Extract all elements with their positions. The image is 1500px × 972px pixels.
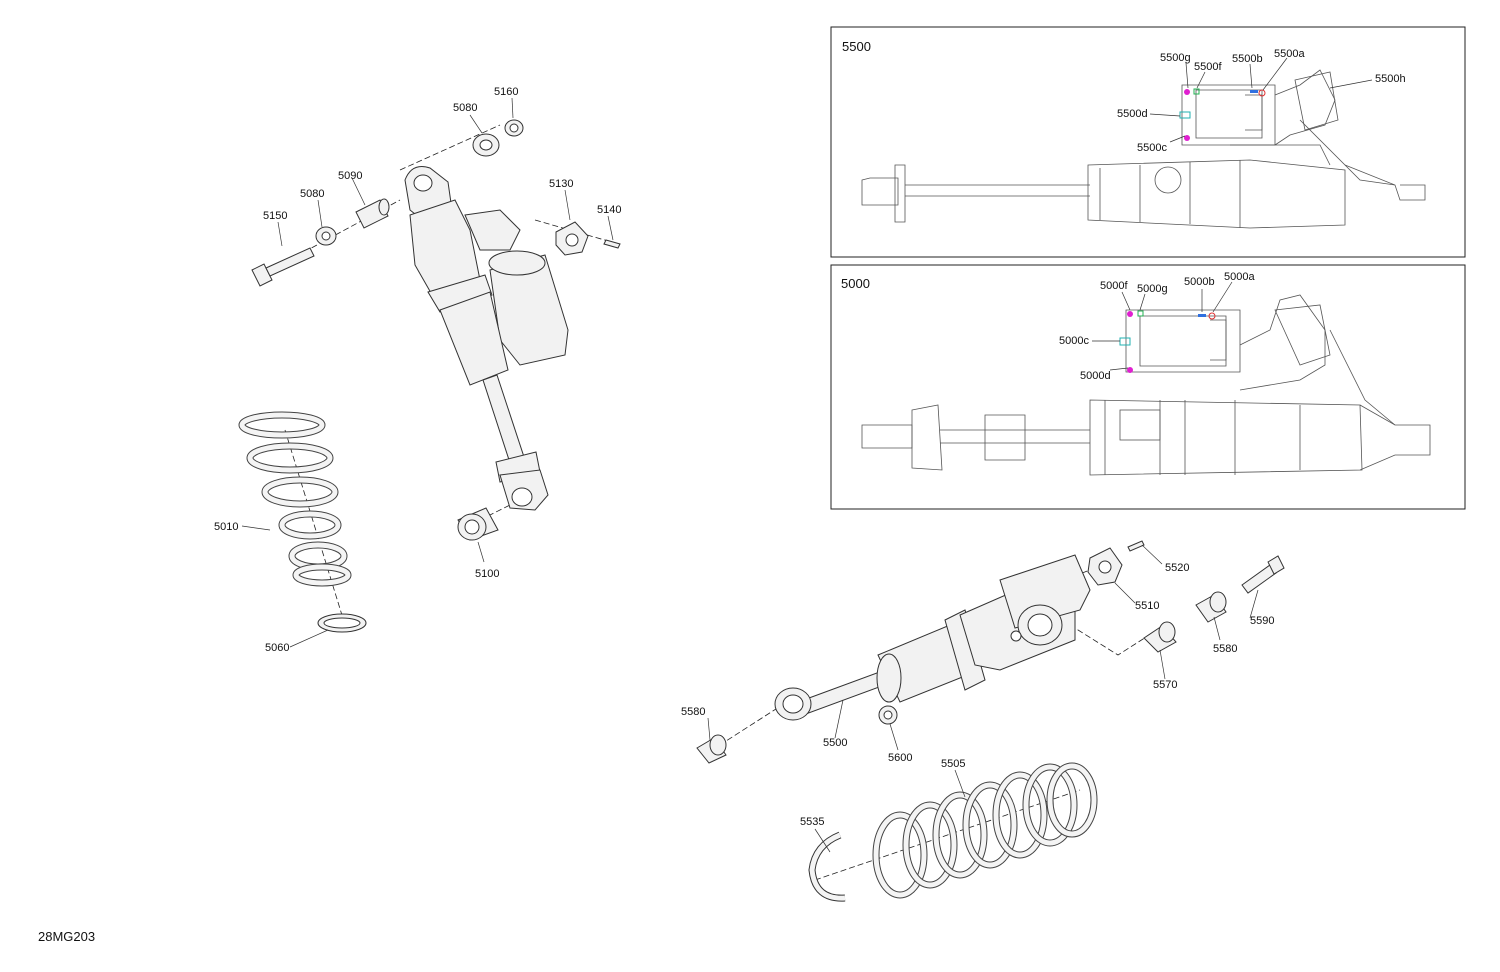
marker-5000g xyxy=(1137,310,1144,317)
callout-5010: 5010 xyxy=(214,521,238,533)
bushing-5080-top xyxy=(472,133,500,157)
marker-5000c xyxy=(1119,337,1131,346)
callout-5505: 5505 xyxy=(941,758,965,770)
shock-body-5000 xyxy=(404,166,569,511)
callout-5590: 5590 xyxy=(1250,615,1274,627)
callout-5000d: 5000d xyxy=(1080,370,1111,382)
screw-5520 xyxy=(1127,540,1145,552)
diagram-id: 28MG203 xyxy=(38,929,95,944)
marker-5000d xyxy=(1127,367,1133,373)
callout-5535: 5535 xyxy=(800,816,824,828)
callout-5080: 5080 xyxy=(300,188,324,200)
callout-5000g: 5000g xyxy=(1137,283,1168,295)
callout-5580-left: 5580 xyxy=(681,706,705,718)
bushing-5160 xyxy=(504,119,524,137)
spacer-5570 xyxy=(1143,621,1177,653)
spacer-5090 xyxy=(355,198,390,229)
shock-body-5500 xyxy=(774,554,1091,721)
marker-5500a xyxy=(1258,89,1266,97)
spring-5010 xyxy=(238,411,352,587)
callout-5160: 5160 xyxy=(494,86,518,98)
marker-5500f xyxy=(1193,88,1200,95)
callout-5000a: 5000a xyxy=(1224,271,1255,283)
screw-5140 xyxy=(603,239,621,249)
nut-5600 xyxy=(878,705,898,725)
ring-5060 xyxy=(317,613,367,633)
callout-5060: 5060 xyxy=(265,642,289,654)
callout-5600: 5600 xyxy=(888,752,912,764)
callout-5500: 5500 xyxy=(823,737,847,749)
bushing-5580-right xyxy=(1195,591,1227,623)
callout-5580-right: 5580 xyxy=(1213,643,1237,655)
bolt-5150 xyxy=(251,247,315,287)
callout-5500b: 5500b xyxy=(1232,53,1263,65)
callout-5080-top: 5080 xyxy=(453,102,477,114)
callout-5520: 5520 xyxy=(1165,562,1189,574)
callout-5500h: 5500h xyxy=(1375,73,1406,85)
callout-5000f: 5000f xyxy=(1100,280,1128,292)
callout-5000c: 5000c xyxy=(1059,335,1089,347)
marker-5500c xyxy=(1184,135,1190,141)
callout-5500c: 5500c xyxy=(1137,142,1167,154)
callout-5100: 5100 xyxy=(475,568,499,580)
inset-5500: 5500 5500g 5500f 5500b 5500a xyxy=(830,26,1466,258)
marker-5000a xyxy=(1208,312,1216,320)
callout-5000b: 5000b xyxy=(1184,276,1215,288)
marker-5500d xyxy=(1179,111,1191,119)
inset-5500-title: 5500 xyxy=(842,39,871,54)
marker-5000b xyxy=(1198,314,1206,317)
left-shock-assembly: 5160 5080 5090 5080 5150 5130 5140 5010 … xyxy=(214,86,621,654)
callout-5130: 5130 xyxy=(549,178,573,190)
adjuster-5510 xyxy=(1087,547,1123,586)
ring-5535 xyxy=(808,831,846,902)
callout-5150: 5150 xyxy=(263,210,287,222)
bolt-5590 xyxy=(1241,555,1285,594)
washer-5080 xyxy=(315,226,337,246)
bushing-5100 xyxy=(457,507,499,541)
callout-5090: 5090 xyxy=(338,170,362,182)
callout-5140: 5140 xyxy=(597,204,621,216)
marker-5000f xyxy=(1127,311,1133,317)
inset-5000-title: 5000 xyxy=(841,276,870,291)
marker-5500b xyxy=(1250,90,1258,93)
callout-5500f: 5500f xyxy=(1194,61,1222,73)
marker-5500g xyxy=(1184,89,1190,95)
adjuster-5130 xyxy=(555,221,589,256)
callout-5510: 5510 xyxy=(1135,600,1159,612)
right-shock-assembly: 5520 5510 5590 5580 5570 5580 5500 5600 … xyxy=(681,540,1285,902)
callout-5500g: 5500g xyxy=(1160,52,1191,64)
callout-5500a: 5500a xyxy=(1274,48,1305,60)
spring-5505 xyxy=(872,762,1098,899)
bushing-5580-left xyxy=(696,734,727,764)
inset-5000: 5000 5000f 5000g 5000b 5000a 50 xyxy=(830,264,1466,510)
callout-5500d: 5500d xyxy=(1117,108,1148,120)
callout-5570: 5570 xyxy=(1153,679,1177,691)
